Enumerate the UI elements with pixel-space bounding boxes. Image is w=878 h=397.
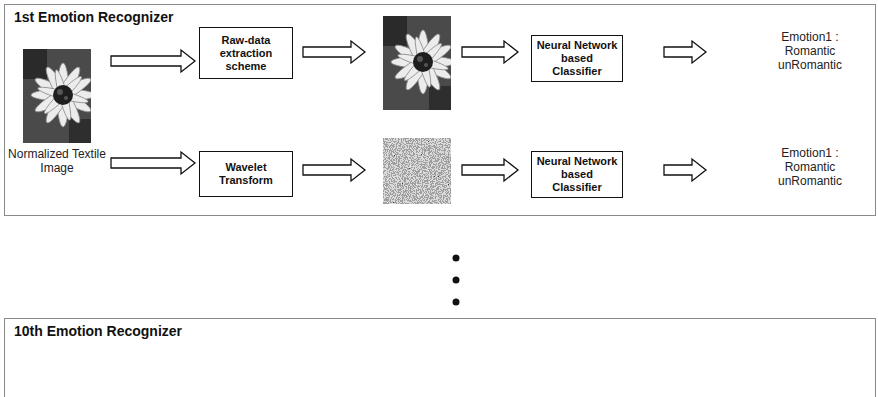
image-caption: Normalized Textile Image [7,147,107,175]
emotion-output: Emotion1 : Romantic unRomantic [760,30,860,72]
block-arrow [462,159,518,181]
wavelet-image [383,138,451,204]
panel-heading: 1st Emotion Recognizer [14,9,875,25]
process-box: Wavelet Transform [199,151,293,197]
box-text: Raw-data extraction scheme [204,34,288,73]
classifier-box: Neural Network based Classifier [531,35,623,82]
block-arrow [111,152,195,174]
classifier-box: Neural Network based Classifier [531,151,623,198]
flower-picture [23,49,91,143]
ellipsis-dot [453,299,460,306]
block-arrow [111,50,195,72]
box-text: Wavelet Transform [204,161,288,187]
ellipsis-dot [453,277,460,284]
block-arrow [664,41,706,63]
block-arrow [462,41,518,63]
textile-image: Normalized Textile Image [7,49,107,175]
recognizer-panel: 10th Emotion Recognizer [4,318,876,397]
emotion-output: Emotion1 : Romantic unRomantic [760,146,860,188]
raw-data-image [383,16,455,110]
box-text: Neural Network based Classifier [536,155,618,194]
recognizer-panel: 1st Emotion RecognizerNormalized Textile… [4,4,876,216]
box-text: Neural Network based Classifier [536,39,618,78]
block-arrow [664,159,706,181]
block-arrow [303,159,365,181]
block-arrow [303,41,365,63]
panel-heading: 10th Emotion Recognizer [14,323,875,339]
ellipsis-dot [453,255,460,262]
flower-picture [23,49,91,143]
process-box: Raw-data extraction scheme [199,27,293,79]
